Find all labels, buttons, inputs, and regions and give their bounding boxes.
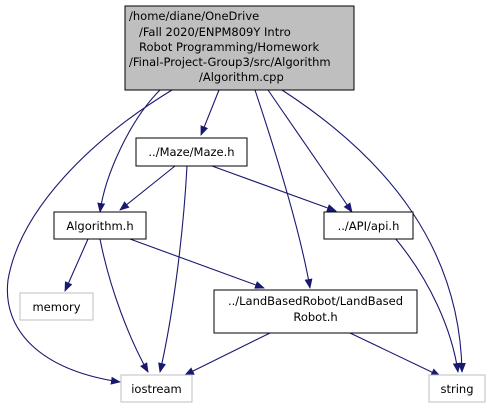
node-algorithm-h-label: Algorithm.h — [66, 219, 133, 233]
node-algorithm-cpp[interactable]: /home/diane/OneDrive /Fall 2020/ENPM809Y… — [124, 5, 355, 91]
edge-maze-to-api-h — [211, 165, 337, 212]
node-algorithm-cpp-line-5: /Algorithm.cpp — [199, 70, 284, 84]
node-algorithm-cpp-line-2: /Fall 2020/ENPM809Y Intro — [139, 25, 291, 39]
node-iostream[interactable]: iostream — [120, 374, 193, 403]
edge-cpp-to-iostream — [6, 89, 173, 385]
node-memory[interactable]: memory — [19, 292, 94, 321]
edge-api-to-string — [394, 237, 461, 373]
edge-algorithm-to-landbased — [129, 238, 265, 289]
edge-algorithm-to-iostream — [99, 238, 149, 373]
node-landbasedrobot-h[interactable]: ../LandBasedRobot/LandBased Robot.h — [213, 289, 418, 334]
node-landbasedrobot-h-line-1: ../LandBasedRobot/LandBased — [228, 294, 403, 308]
node-string-label: string — [440, 382, 473, 396]
node-string[interactable]: string — [428, 374, 486, 403]
node-algorithm-cpp-line-3: Robot Programming/Homework — [139, 40, 320, 54]
edge-cpp-to-api-h — [267, 89, 353, 213]
edge-cpp-to-algorithm-h — [97, 89, 161, 213]
edge-maze-to-algorithm-h — [119, 165, 176, 211]
node-maze-h-label: ../Maze/Maze.h — [148, 145, 234, 159]
edge-algorithm-to-memory — [64, 238, 89, 292]
node-landbasedrobot-h-line-2: Robot.h — [293, 310, 337, 324]
node-api-h[interactable]: ../API/api.h — [323, 211, 414, 240]
node-algorithm-cpp-line-4: /Final-Project-Group3/src/Algorithm — [129, 55, 331, 69]
edge-maze-to-iostream — [158, 165, 188, 373]
edge-landbased-to-iostream — [184, 332, 271, 376]
node-iostream-label: iostream — [131, 382, 182, 396]
edge-cpp-to-maze — [200, 89, 220, 136]
edge-landbased-to-string — [349, 332, 441, 377]
node-maze-h[interactable]: ../Maze/Maze.h — [135, 137, 248, 167]
edge-cpp-to-landbased — [254, 89, 313, 289]
node-algorithm-h[interactable]: Algorithm.h — [53, 211, 147, 240]
node-api-h-label: ../API/api.h — [338, 219, 400, 233]
node-algorithm-cpp-line-1: /home/diane/OneDrive — [129, 9, 259, 23]
node-memory-label: memory — [32, 300, 80, 314]
